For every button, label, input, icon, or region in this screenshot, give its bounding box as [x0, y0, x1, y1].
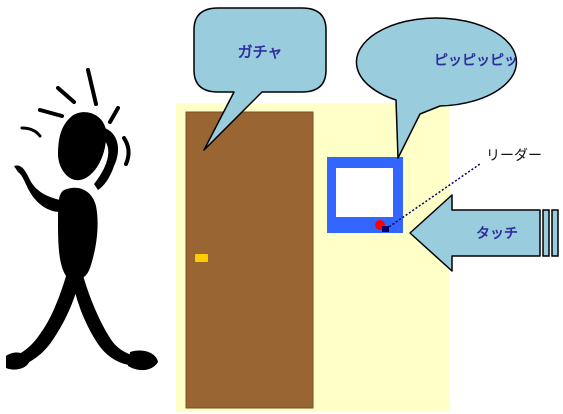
reader-sound-bubble: ピッピッピッ — [355, 17, 518, 159]
door-sound-bubble: ガチャ — [193, 7, 327, 151]
door — [185, 111, 314, 409]
reader-sound-text: ピッピッピッ — [434, 53, 518, 69]
reader-label: リーダー — [486, 148, 542, 164]
door-handle — [195, 254, 208, 262]
touch-label: タッチ — [476, 226, 518, 242]
card-reader-screen — [336, 168, 393, 217]
reader-leader-line — [385, 163, 481, 230]
reader-sensor — [382, 226, 389, 232]
card-reader — [327, 157, 403, 233]
worried-person-figure — [6, 68, 158, 371]
arrow-tail-bar — [551, 209, 559, 257]
arrow-tail-bar — [542, 209, 550, 257]
touch-arrow: タッチ — [409, 194, 559, 272]
door-sound-text: ガチャ — [238, 43, 283, 61]
